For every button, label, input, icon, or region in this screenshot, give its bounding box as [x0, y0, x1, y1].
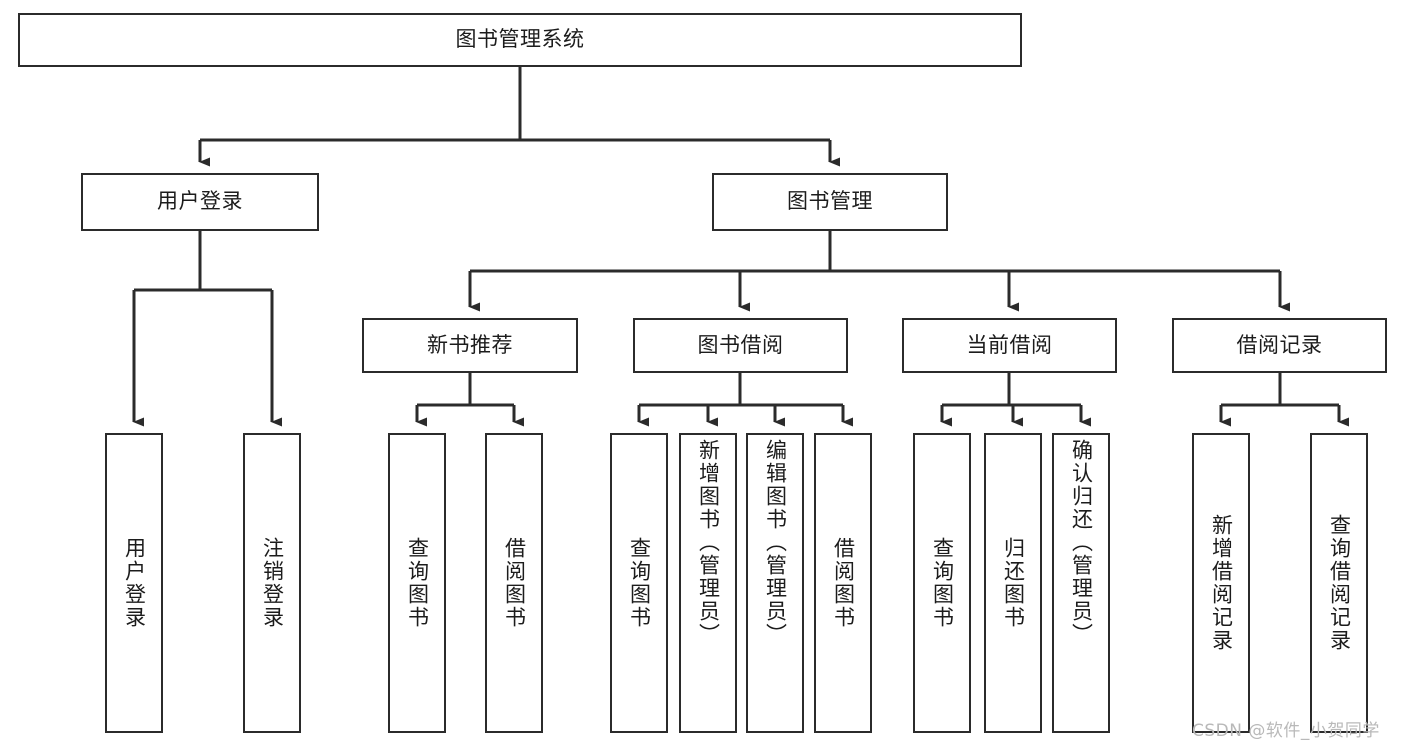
- node-book-manage[interactable]: 图书管理: [712, 173, 948, 231]
- node-leaf-edit-book[interactable]: 编辑图书（管理员）: [746, 433, 804, 733]
- book-manage-to-level3-connectors: [468, 231, 1290, 312]
- node-leaf-borrow-book-1[interactable]: 借阅图书: [485, 433, 543, 733]
- csdn-watermark: CSDN @软件_小贺同学: [1192, 721, 1380, 741]
- node-root-system[interactable]: 图书管理系统: [18, 13, 1022, 67]
- book-borrow-to-leaves-connectors: [637, 373, 853, 427]
- node-leaf-query-book-2-label: 查询图书: [627, 537, 652, 629]
- node-user-login[interactable]: 用户登录: [81, 173, 319, 231]
- node-book-manage-label: 图书管理: [787, 189, 873, 214]
- node-leaf-borrow-book-2[interactable]: 借阅图书: [814, 433, 872, 733]
- user-login-to-leaves-connectors: [132, 231, 282, 427]
- node-leaf-query-record[interactable]: 查询借阅记录: [1310, 433, 1368, 733]
- node-leaf-borrow-book-2-label: 借阅图书: [831, 537, 856, 629]
- current-borrow-to-leaves-connectors: [940, 373, 1091, 427]
- node-leaf-query-book-3-label: 查询图书: [930, 537, 955, 629]
- node-leaf-query-record-label: 查询借阅记录: [1327, 514, 1352, 652]
- node-current-borrow-label: 当前借阅: [966, 332, 1053, 357]
- node-leaf-query-book-3[interactable]: 查询图书: [913, 433, 971, 733]
- node-leaf-return-book-label: 归还图书: [1001, 537, 1026, 629]
- node-book-borrow[interactable]: 图书借阅: [633, 318, 848, 373]
- node-leaf-user-login-label: 用户登录: [122, 537, 147, 629]
- node-borrow-record[interactable]: 借阅记录: [1172, 318, 1387, 373]
- node-new-book-recommend[interactable]: 新书推荐: [362, 318, 578, 373]
- node-leaf-query-book-1[interactable]: 查询图书: [388, 433, 446, 733]
- node-leaf-user-login[interactable]: 用户登录: [105, 433, 163, 733]
- node-leaf-edit-book-label: 编辑图书（管理员）: [763, 439, 788, 646]
- node-new-book-recommend-label: 新书推荐: [427, 332, 513, 357]
- node-user-login-label: 用户登录: [157, 189, 243, 214]
- borrow-record-to-leaves-connectors: [1219, 373, 1349, 427]
- node-leaf-borrow-book-1-label: 借阅图书: [502, 537, 527, 629]
- node-leaf-add-record-label: 新增借阅记录: [1209, 514, 1234, 652]
- node-borrow-record-label: 借阅记录: [1236, 332, 1323, 357]
- node-leaf-add-record[interactable]: 新增借阅记录: [1192, 433, 1250, 733]
- node-leaf-user-logout[interactable]: 注销登录: [243, 433, 301, 733]
- node-leaf-add-book[interactable]: 新增图书（管理员）: [679, 433, 737, 733]
- node-current-borrow[interactable]: 当前借阅: [902, 318, 1117, 373]
- node-leaf-confirm-return-label: 确认归还（管理员）: [1069, 439, 1094, 646]
- new-book-recommend-to-leaves-connectors: [415, 373, 524, 427]
- node-leaf-add-book-label: 新增图书（管理员）: [696, 439, 721, 646]
- node-root-system-label: 图书管理系统: [455, 27, 585, 52]
- node-leaf-user-logout-label: 注销登录: [260, 537, 285, 629]
- node-book-borrow-label: 图书借阅: [697, 332, 784, 357]
- root-to-level2-connectors: [198, 67, 840, 167]
- node-leaf-return-book[interactable]: 归还图书: [984, 433, 1042, 733]
- node-leaf-confirm-return[interactable]: 确认归还（管理员）: [1052, 433, 1110, 733]
- node-leaf-query-book-2[interactable]: 查询图书: [610, 433, 668, 733]
- node-leaf-query-book-1-label: 查询图书: [405, 537, 430, 629]
